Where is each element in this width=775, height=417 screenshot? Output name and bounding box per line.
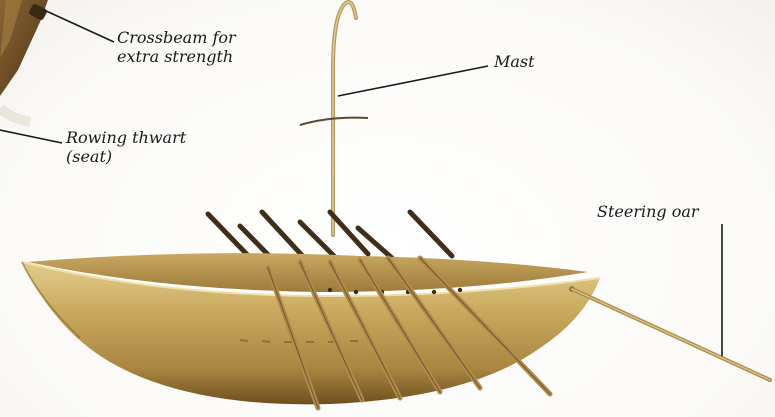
label-crossbeam-line1: Crossbeam for	[117, 28, 236, 47]
leader-mast	[338, 66, 488, 96]
label-steering-oar: Steering oar	[597, 202, 699, 221]
leader-thwart	[0, 130, 62, 143]
mast	[300, 2, 368, 235]
label-crossbeam: Crossbeam for extra strength	[117, 28, 236, 66]
leader-crossbeam	[44, 10, 114, 42]
label-crossbeam-line2: extra strength	[117, 47, 236, 66]
label-rowing-thwart: Rowing thwart (seat)	[66, 128, 186, 166]
inset-frame-corner	[0, 0, 48, 122]
label-thwart-line2: (seat)	[66, 147, 186, 166]
label-mast: Mast	[494, 52, 535, 71]
steering-oar	[572, 289, 770, 380]
label-thwart-line1: Rowing thwart	[66, 128, 186, 147]
